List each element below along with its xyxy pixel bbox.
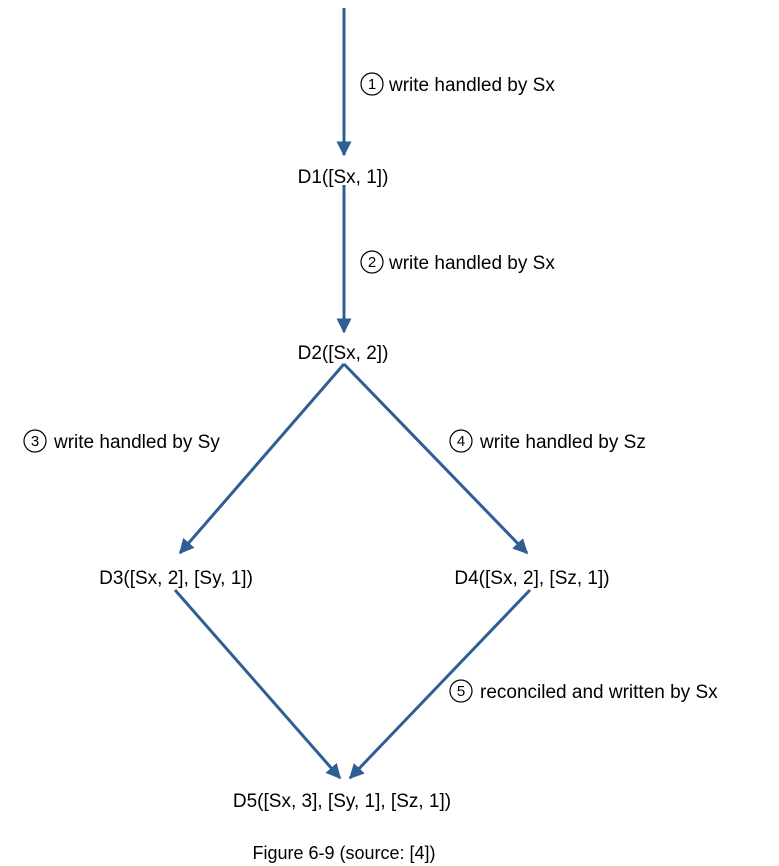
step-number-circle bbox=[360, 250, 384, 274]
node-d3: D3([Sx, 2], [Sy, 1]) bbox=[99, 568, 253, 589]
node-d1: D1([Sx, 1]) bbox=[298, 167, 389, 188]
step-number-circle bbox=[449, 679, 473, 703]
step-4: 4 write handled by Sz bbox=[449, 429, 646, 453]
step-label: write handled by Sy bbox=[53, 432, 220, 453]
step-number-circle bbox=[449, 429, 473, 453]
edge-d2-to-d4 bbox=[342, 362, 529, 555]
step-number: 3 bbox=[31, 433, 39, 450]
step-label: write handled by Sz bbox=[479, 432, 646, 453]
step-number: 2 bbox=[368, 254, 376, 271]
step-number: 1 bbox=[368, 76, 376, 93]
step-2: 2 write handled by Sx bbox=[360, 250, 555, 274]
step-number-circle bbox=[23, 429, 47, 453]
node-d5: D5([Sx, 3], [Sy, 1], [Sz, 1]) bbox=[233, 791, 451, 812]
edge-d4-to-d5 bbox=[348, 588, 532, 780]
node-d2: D2([Sx, 2]) bbox=[298, 343, 389, 364]
step-1: 1 write handled by Sx bbox=[360, 72, 555, 96]
step-label: reconciled and written by Sx bbox=[480, 682, 718, 703]
node-d4: D4([Sx, 2], [Sz, 1]) bbox=[454, 568, 609, 589]
step-5: 5 reconciled and written by Sx bbox=[449, 679, 718, 703]
figure-caption: Figure 6-9 (source: [4]) bbox=[252, 843, 435, 863]
edge-d3-to-d5 bbox=[173, 589, 342, 780]
step-number-circle bbox=[360, 72, 384, 96]
step-3: 3 write handled by Sy bbox=[23, 429, 220, 453]
step-label: write handled by Sx bbox=[388, 75, 555, 96]
step-number: 5 bbox=[457, 683, 465, 700]
edge-d2-to-d3 bbox=[178, 363, 346, 555]
step-number: 4 bbox=[457, 433, 465, 450]
step-label: write handled by Sx bbox=[388, 253, 555, 274]
